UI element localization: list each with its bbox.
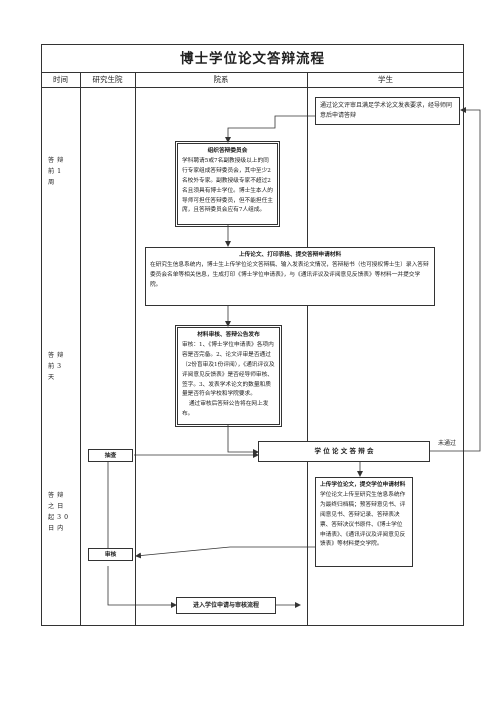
box-form-committee-text: 学科聘请5或7名副教授级以上的同行专家组成答辩委员会，其中至少2名校外专家。副教…: [182, 157, 273, 214]
box-review-announce-text: 审核：1、《博士学位申请表》各项内容是否完备。2、论文评审是否通过（2份盲审及1…: [182, 341, 275, 398]
column-header-student: 学生: [378, 75, 393, 84]
box-submit-materials-text: 学位论文上传至研究生信息系统作为最终归档稿；预答辩意见书、评阅意见书、答辩记录、…: [320, 491, 406, 548]
column-header-time: 时间: [53, 75, 68, 84]
flow-table: [41, 44, 464, 626]
box-defense-meeting: 学 位 论 文 答 辩 会: [258, 441, 430, 462]
box-submit-materials: 上传学位论文，提交学位申请材料 学位论文上传至研究生信息系统作为最终归档稿；预答…: [315, 477, 413, 567]
box-apply-defense-text: 通过论文评审且满足学术论文发表要求，经导师同意后申请答辩: [320, 102, 453, 119]
box-upload-materials-text: 在研究生信息系统内，博士生上传学位论文答辩稿、输入发表论文情况，答辩秘书（也可授…: [150, 261, 429, 288]
time-label: 答辩前1周: [48, 157, 67, 186]
box-upload-materials-title: 上传论文、打印表格、提交答辩申请材料: [238, 252, 342, 258]
box-degree-application: 进入学位申请与审核流程: [176, 597, 276, 614]
column-header-department: 院系: [213, 75, 229, 84]
header-divider: [41, 87, 464, 88]
box-form-committee: 组织答辩委员会 学科聘请5或7名副教授级以上的同行专家组成答辩委员会，其中至少2…: [175, 141, 280, 227]
arrow-submit-to-audit: [135, 546, 315, 559]
arrow-start-to-committee: [225, 115, 316, 143]
box-audit: 审核: [88, 548, 133, 561]
box-submit-materials-title: 上传学位论文，提交学位申请材料: [320, 482, 406, 488]
column-divider: [307, 72, 308, 626]
box-upload-materials: 上传论文、打印表格、提交答辩申请材料 在研究生信息系统内，博士生上传学位论文答辩…: [145, 247, 435, 306]
arrow-audit-to-final: [107, 566, 177, 608]
box-review-announce: 材料审核、答辩公告发布 审核：1、《博士学位申请表》各项内容是否完备。2、论文评…: [175, 325, 282, 427]
column-divider: [80, 72, 81, 626]
label-not-passed: 未通过: [438, 440, 457, 447]
time-label: 答辩之日起30日内: [48, 492, 72, 532]
arrow-review-to-defense: [227, 425, 259, 455]
box-spot-check: 抽查: [88, 449, 133, 462]
arrow-fail-loop: [430, 107, 481, 452]
page-title: 博士学位论文答辩流程: [180, 51, 325, 67]
box-review-announce-title: 材料审核、答辩公告发布: [197, 332, 260, 338]
box-form-committee-title: 组织答辩委员会: [207, 148, 248, 154]
box-apply-defense: 通过论文评审且满足学术论文发表要求，经导师同意后申请答辩: [315, 97, 460, 125]
time-label: 答辩前3天: [48, 352, 67, 381]
column-header-graduate-school: 研究生院: [92, 75, 123, 84]
title-divider: [41, 72, 464, 73]
box-review-announce-note: 通过审核后答辩公告将在网上发布。: [182, 401, 269, 418]
column-divider: [135, 72, 136, 626]
